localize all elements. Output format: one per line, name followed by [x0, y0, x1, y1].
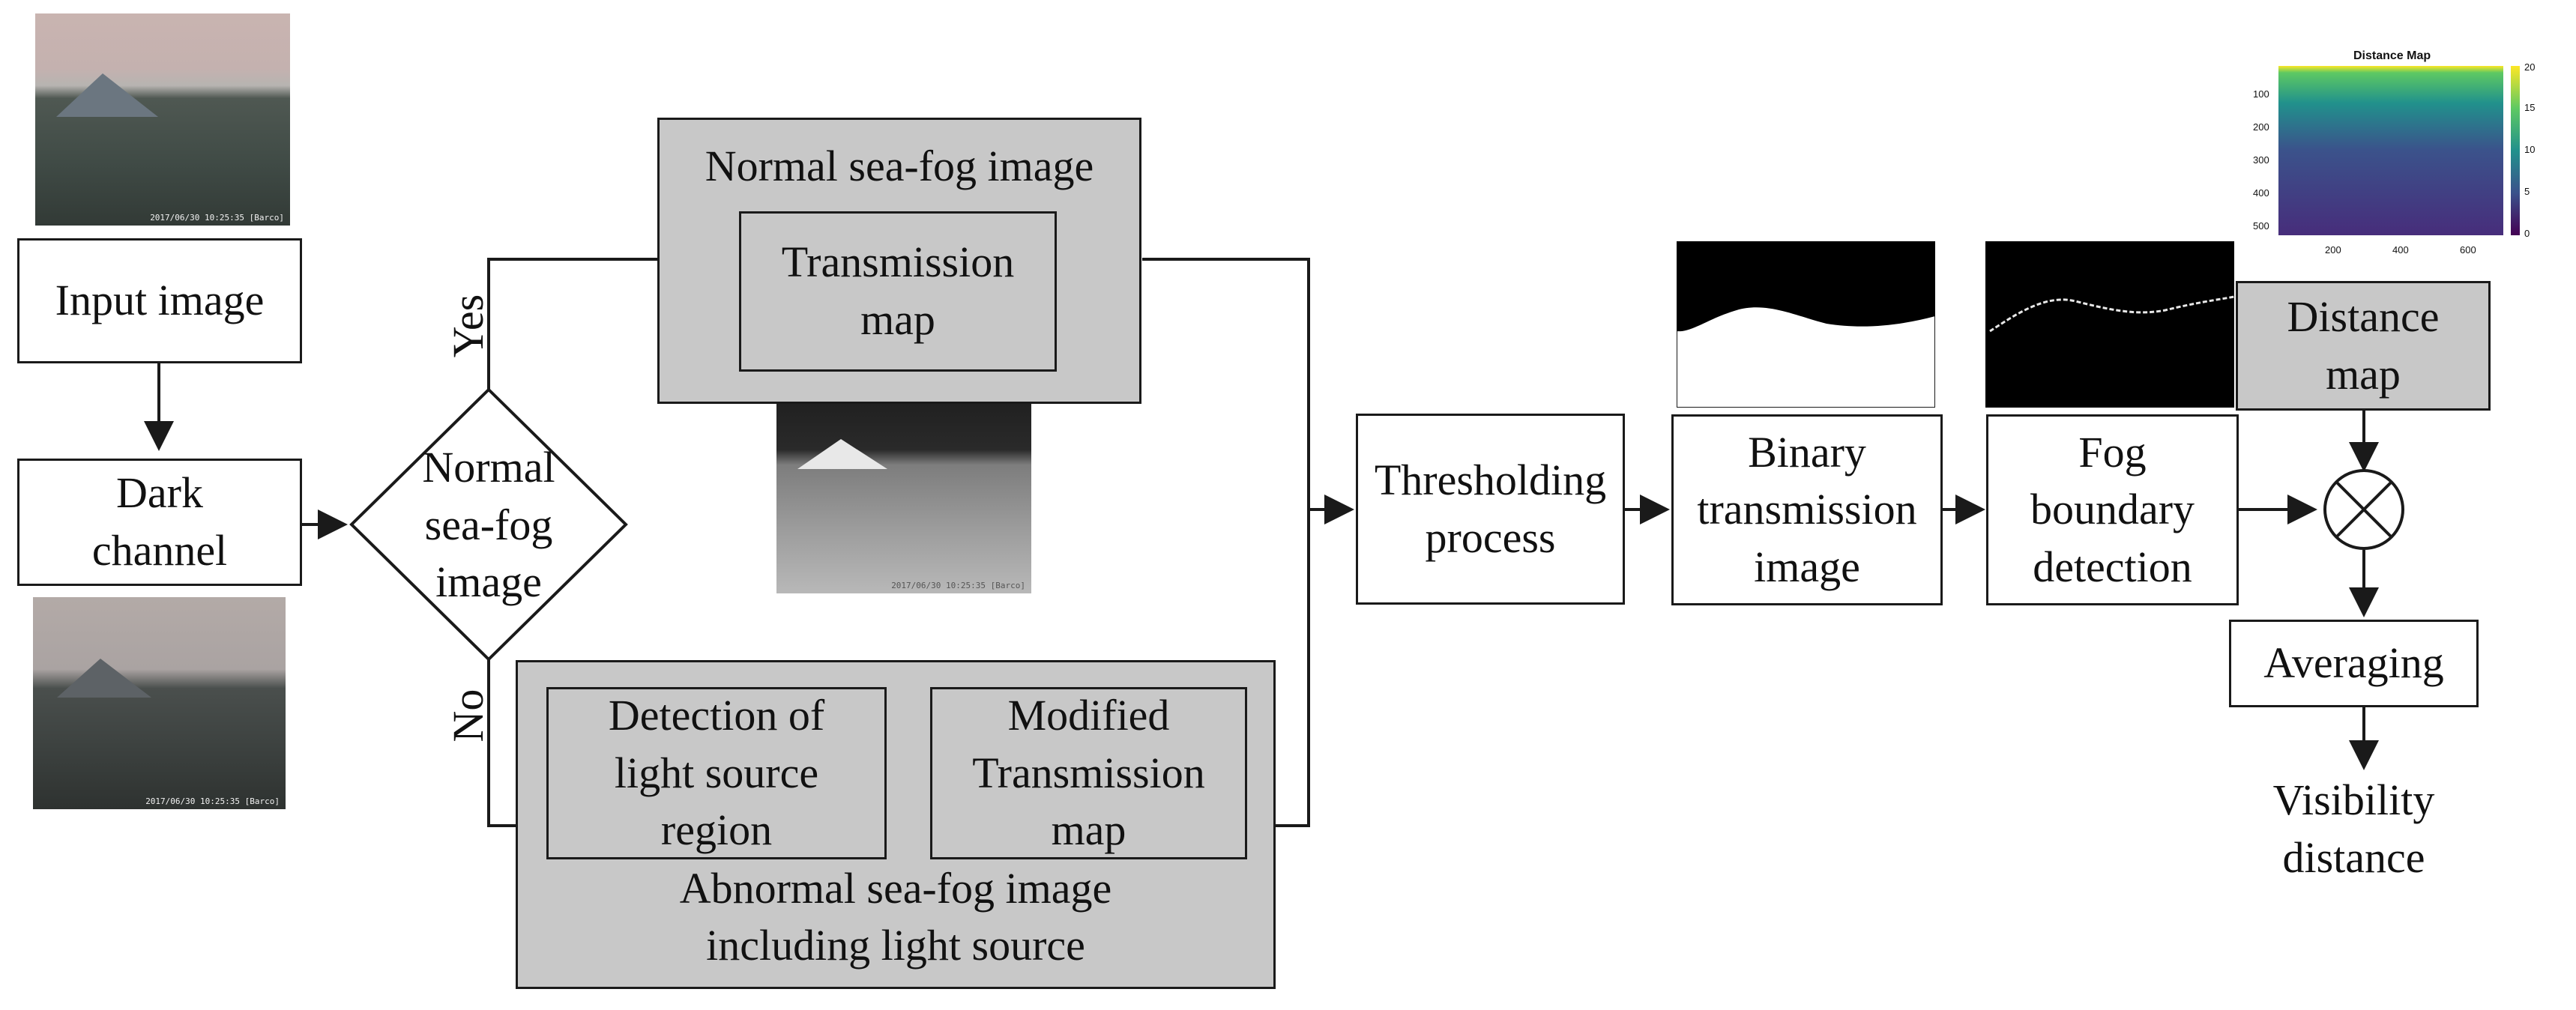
distance-map-thumbnail: Distance Map 100 200 300 400 500 200 400… [2242, 45, 2550, 262]
line-no-branch [487, 659, 516, 827]
distance-map-heatmap [2278, 66, 2503, 235]
x-tick-label: 600 [2460, 244, 2476, 255]
fog-boundary-photo [1985, 241, 2234, 408]
colorbar-tick-label: 10 [2524, 144, 2536, 155]
visibility-distance-label: Visibility distance [2272, 775, 2435, 882]
y-tick-label: 400 [2253, 187, 2269, 199]
y-tick-label: 500 [2253, 220, 2269, 232]
x-tick-label: 200 [2325, 244, 2341, 255]
line-normal-out [1142, 258, 1310, 827]
multiply-operator [2323, 469, 2404, 550]
input-image-box: Input image [17, 238, 302, 363]
transmission-timestamp: 2017/06/30 10:25:35 [Barco] [891, 581, 1025, 590]
dark-channel-timestamp: 2017/06/30 10:25:35 [Barco] [145, 796, 280, 806]
yes-label: Yes [444, 294, 492, 358]
colorbar-tick-label: 0 [2524, 228, 2530, 239]
detection-box: Detection of light source region [546, 687, 887, 859]
averaging-box: Averaging [2229, 620, 2479, 707]
transmission-map-photo: 2017/06/30 10:25:35 [Barco] [776, 379, 1031, 593]
colorbar-tick-label: 5 [2524, 186, 2530, 197]
input-image-photo: 2017/06/30 10:25:35 [Barco] [35, 13, 290, 226]
binary-transmission-photo [1677, 241, 1935, 408]
distance-map-thumb-title: Distance Map [2353, 49, 2431, 62]
transmission-map-box: Transmission map [739, 211, 1057, 372]
island-shape [57, 659, 151, 698]
island-shape [797, 439, 887, 469]
y-tick-label: 200 [2253, 121, 2269, 133]
dark-channel-box: Dark channel [17, 459, 302, 586]
input-image-timestamp: 2017/06/30 10:25:35 [Barco] [150, 213, 284, 223]
distance-map-box: Distance map [2236, 281, 2491, 411]
dark-channel-photo: 2017/06/30 10:25:35 [Barco] [33, 597, 286, 809]
distance-map-colorbar [2511, 66, 2520, 235]
normal-fog-panel-title: Normal sea-fog image [705, 142, 1094, 190]
line-yes-branch [487, 258, 657, 390]
binary-transmission-box: Binary transmission image [1671, 414, 1943, 605]
decision-diamond [349, 387, 628, 662]
no-label: No [444, 689, 492, 743]
y-tick-label: 300 [2253, 154, 2269, 166]
abnormal-fog-panel-title: Abnormal sea-fog image including light s… [679, 863, 1112, 970]
decision-label: Normal sea-fog image [422, 443, 555, 607]
y-tick-label: 100 [2253, 88, 2269, 100]
x-tick-label: 400 [2392, 244, 2409, 255]
colorbar-tick-label: 20 [2524, 61, 2536, 73]
island-shape [56, 73, 158, 117]
colorbar-tick-label: 15 [2524, 102, 2536, 113]
fog-boundary-box: Fog boundary detection [1986, 414, 2239, 605]
thresholding-box: Thresholding process [1356, 414, 1625, 605]
modified-transmission-box: Modified Transmission map [930, 687, 1247, 859]
